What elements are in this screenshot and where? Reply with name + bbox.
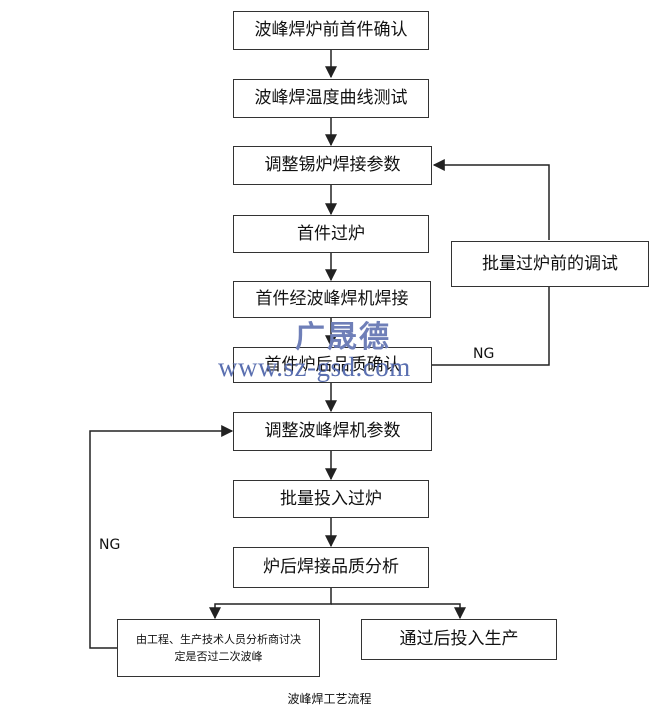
edge-n9-split xyxy=(209,588,332,620)
node-post-furnace-quality: 首件炉后品质确认 xyxy=(233,347,432,383)
diagram-caption: 波峰焊工艺流程 xyxy=(287,692,372,706)
node-first-article-confirm: 波峰焊炉前首件确认 xyxy=(233,11,429,50)
edge-label-ng-right: NG xyxy=(473,346,495,362)
node-adjust-wave-machine: 调整波峰焊机参数 xyxy=(233,412,432,451)
node-pass-to-production: 通过后投入生产 xyxy=(361,619,557,660)
node-first-article-wave-solder: 首件经波峰焊机焊接 xyxy=(233,281,431,318)
edge-n12-n3 xyxy=(432,159,550,240)
node-pre-batch-debug: 批量过炉前的调试 xyxy=(451,241,649,287)
edge-n9-n11 xyxy=(331,603,466,620)
watermark-url: www.sz-gsd.com xyxy=(218,352,411,382)
edge-ng-right xyxy=(432,287,550,366)
node-batch-through-furnace: 批量投入过炉 xyxy=(233,480,429,518)
edge-label-ng-left: NG xyxy=(99,537,121,553)
node-adjust-solder-pot: 调整锡炉焊接参数 xyxy=(233,146,432,185)
node-temperature-profile-test: 波峰焊温度曲线测试 xyxy=(233,79,429,118)
watermark-brand-name: 广晟德 xyxy=(295,320,391,355)
edge-ng-left xyxy=(89,425,234,649)
node-engineering-decision: 由工程、生产技术人员分析商讨决定是否过二次波峰 xyxy=(117,619,320,677)
node-first-article-pass: 首件过炉 xyxy=(233,215,429,253)
node-post-solder-analysis: 炉后焊接品质分析 xyxy=(233,547,429,588)
